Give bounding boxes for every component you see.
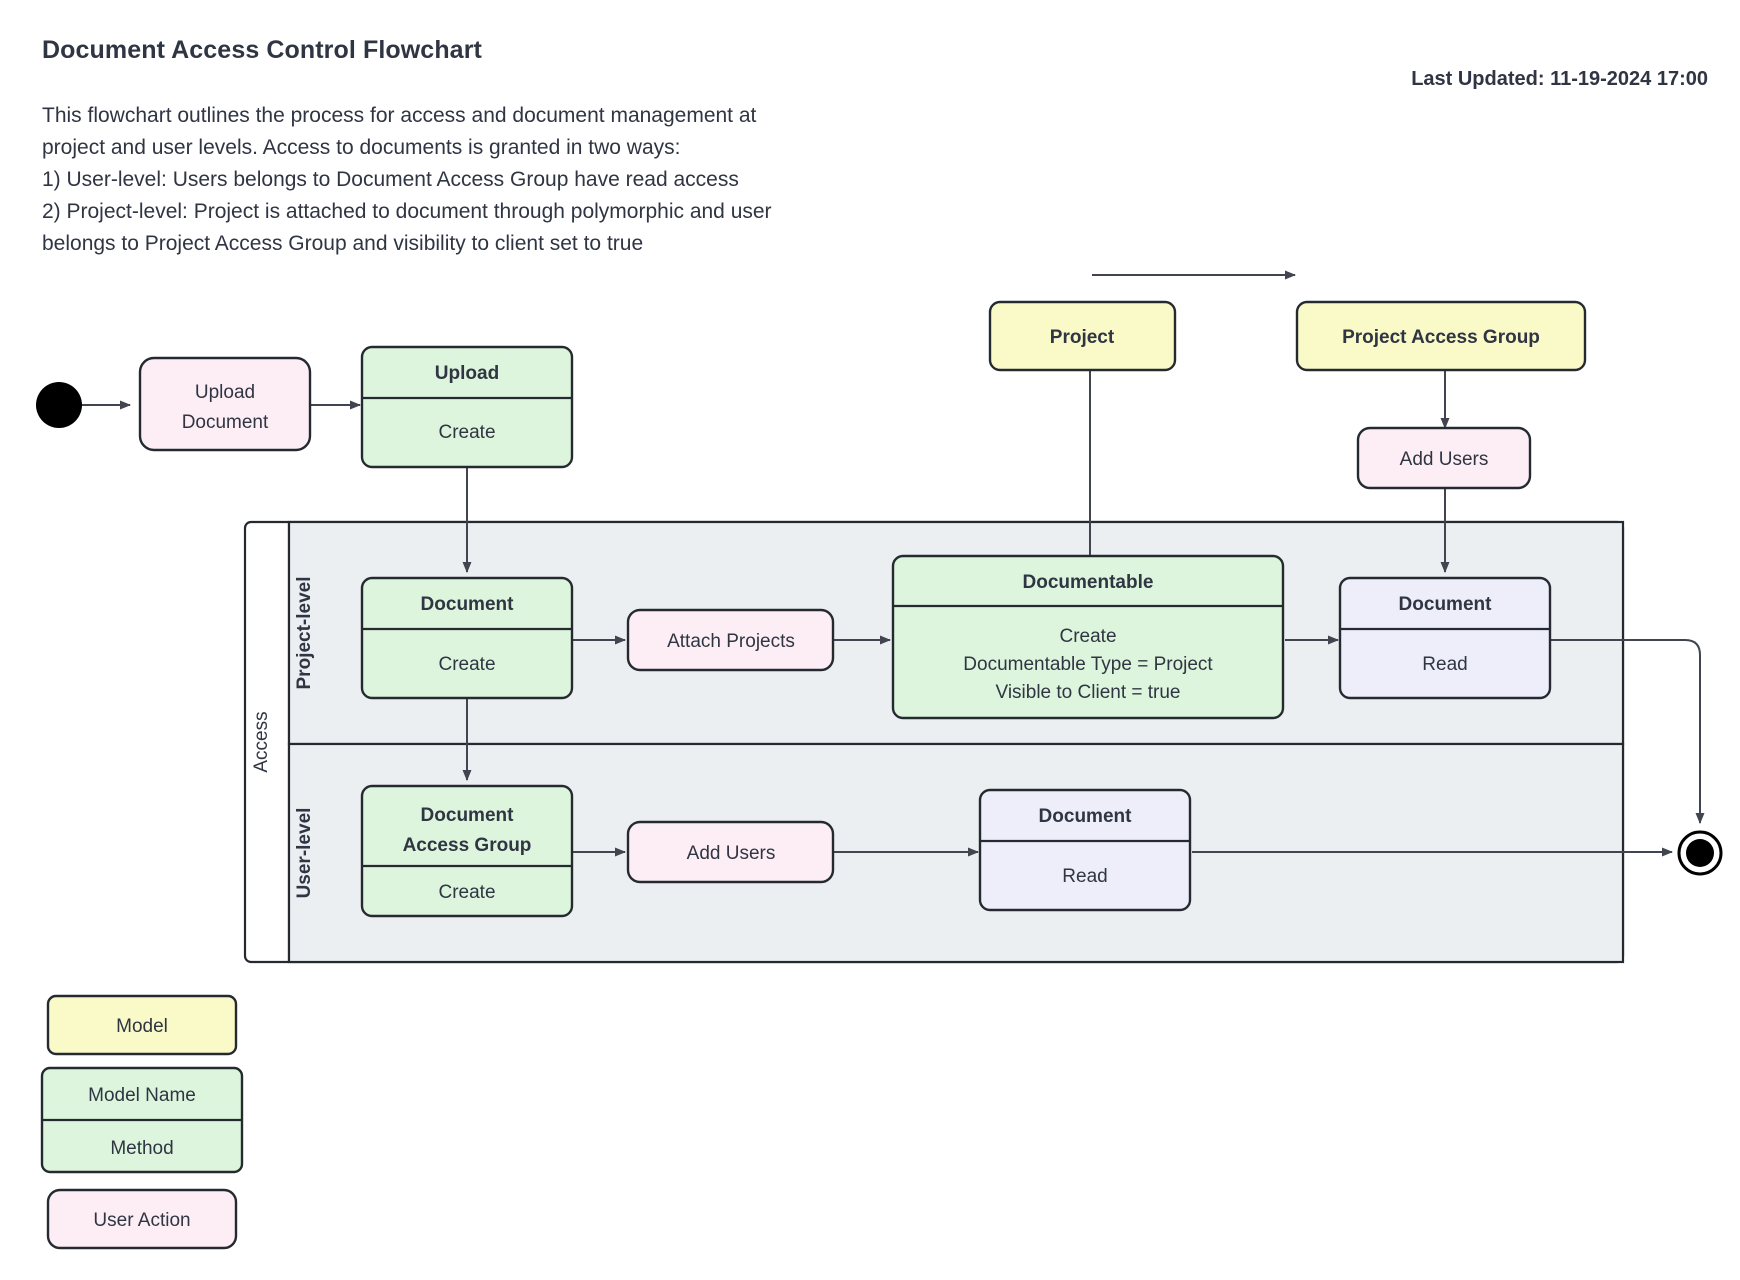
node-document-create[interactable]: Document Create xyxy=(360,576,574,700)
lane-label-project-level: Project-level xyxy=(294,577,315,690)
node-document-read-user-title: Document xyxy=(1039,806,1133,827)
legend-user-action-label: User Action xyxy=(93,1210,190,1231)
legend-model-label: Model xyxy=(116,1016,168,1037)
node-document-read-user[interactable]: Document Read xyxy=(978,788,1192,912)
node-add-users-top-label: Add Users xyxy=(1400,449,1489,470)
node-upload-document-line1: Upload xyxy=(195,382,255,403)
edge-document-read-project-to-end xyxy=(1551,639,1705,824)
page-description: This flowchart outlines the process for … xyxy=(42,104,772,255)
page-title: Document Access Control Flowchart xyxy=(42,36,482,64)
node-document-access-group-title-line1: Document xyxy=(421,805,515,826)
node-project-label: Project xyxy=(1050,327,1115,348)
node-document-read-user-method: Read xyxy=(1062,866,1107,887)
legend-item-model: Model xyxy=(46,994,238,1056)
node-documentable-method-0: Create xyxy=(1059,626,1116,647)
legend-model-name-label: Model Name xyxy=(88,1085,196,1106)
node-add-users-user[interactable]: Add Users xyxy=(626,820,835,884)
node-document-read-project[interactable]: Document Read xyxy=(1338,576,1552,700)
node-project-access-group[interactable]: Project Access Group xyxy=(1295,300,1587,372)
node-add-users-user-label: Add Users xyxy=(687,843,776,864)
node-documentable[interactable]: Documentable Create Documentable Type = … xyxy=(891,554,1285,720)
node-upload[interactable]: Upload Create xyxy=(360,345,574,469)
lane-label-user-level: User-level xyxy=(294,808,315,899)
node-document-access-group[interactable]: Document Access Group Create xyxy=(360,784,574,918)
node-upload-document[interactable]: Upload Document xyxy=(138,356,312,452)
node-document-read-project-title: Document xyxy=(1399,594,1493,615)
node-project-access-group-label: Project Access Group xyxy=(1342,327,1540,348)
node-document-access-group-title-line2: Access Group xyxy=(403,835,532,856)
start-node[interactable] xyxy=(36,382,82,428)
node-document-access-group-method: Create xyxy=(438,882,495,903)
node-upload-title: Upload xyxy=(435,363,499,384)
node-attach-projects[interactable]: Attach Projects xyxy=(626,608,835,672)
legend: Model Model Name Method User Action xyxy=(40,994,244,1250)
node-project[interactable]: Project xyxy=(988,300,1177,372)
legend-item-user-action: User Action xyxy=(46,1188,238,1250)
node-upload-method: Create xyxy=(438,422,495,443)
legend-method-label: Method xyxy=(110,1138,173,1159)
node-documentable-method-1: Documentable Type = Project xyxy=(963,654,1213,675)
node-upload-document-line2: Document xyxy=(182,412,269,433)
last-updated-text: Last Updated: 11-19-2024 17:00 xyxy=(1411,68,1708,90)
node-document-create-method: Create xyxy=(438,654,495,675)
node-documentable-method-2: Visible to Client = true xyxy=(996,682,1181,703)
node-document-create-title: Document xyxy=(421,594,515,615)
legend-item-model-method: Model Name Method xyxy=(40,1066,244,1174)
edges xyxy=(80,270,1705,857)
swimlane-group-label: Access xyxy=(251,711,272,772)
node-documentable-title: Documentable xyxy=(1023,572,1154,593)
end-node[interactable] xyxy=(1677,830,1723,876)
node-attach-projects-label: Attach Projects xyxy=(667,631,795,652)
node-document-read-project-method: Read xyxy=(1422,654,1467,675)
node-add-users-top[interactable]: Add Users xyxy=(1356,426,1532,490)
